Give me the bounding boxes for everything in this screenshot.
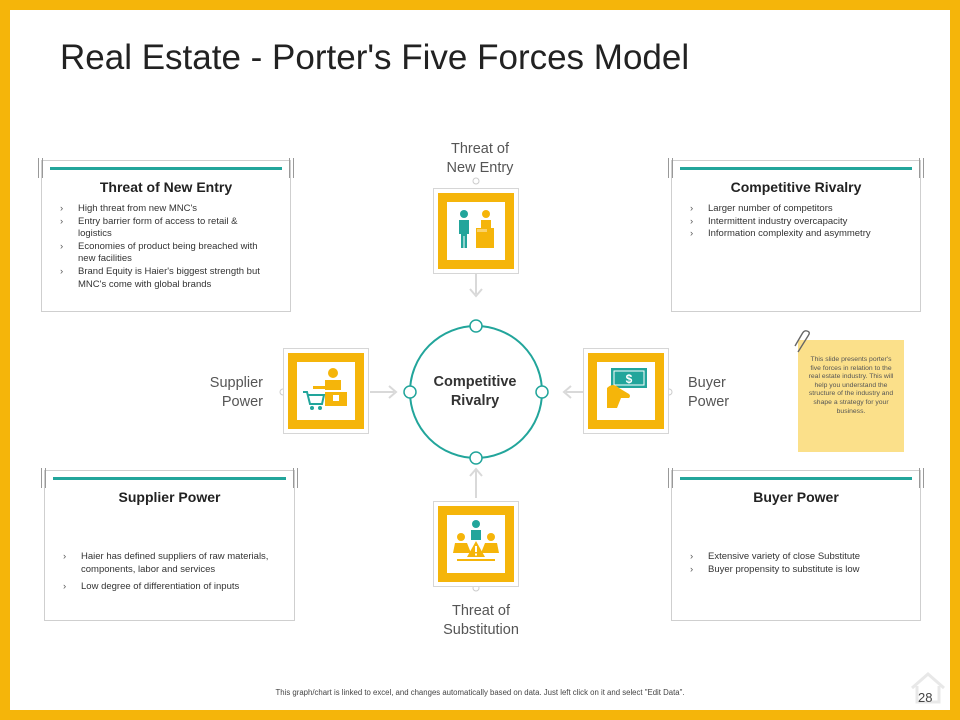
icon-box-new-entry	[433, 188, 519, 274]
icon-box-supplier	[283, 348, 369, 434]
bullet-list: High threat from new MNC's Entry barrier…	[58, 203, 280, 291]
box-header-bar	[668, 158, 924, 178]
box-heading: Threat of New Entry	[99, 179, 233, 195]
diagram-connectors	[279, 177, 673, 592]
svg-text:$: $	[626, 372, 633, 386]
footer-note: This graph/chart is linked to excel, and…	[275, 688, 685, 697]
box-threat-of-new-entry: Threat of New Entry High threat from new…	[38, 158, 294, 312]
box-buyer-power: Buyer Power Extensive variety of close S…	[668, 468, 924, 621]
page-title: Real Estate - Porter's Five Forces Model	[60, 38, 690, 77]
money-in-hand-icon: $	[607, 368, 647, 408]
business-meeting-icon	[459, 210, 494, 248]
sticky-note: This slide presents porter's five forces…	[794, 330, 904, 452]
label-threat-of-substitution: Threat of Substitution	[443, 603, 519, 638]
box-header-bar	[38, 158, 294, 178]
box-heading: Competitive Rivalry	[730, 179, 862, 195]
center-label-text: Competitive Rivalry	[433, 374, 517, 409]
list-item: Economies of product being breached with…	[58, 241, 280, 266]
list-item: Information complexity and asymmetry	[688, 228, 910, 241]
group-warning-icon	[453, 520, 499, 561]
list-item: Larger number of competitors	[688, 203, 910, 216]
bullet-list: Haier has defined suppliers of raw mater…	[61, 551, 284, 594]
icon-box-substitution	[433, 501, 519, 587]
list-item: Intermittent industry overcapacity	[688, 216, 910, 229]
bullet-list: Larger number of competitors Intermitten…	[688, 203, 910, 241]
list-item: Extensive variety of close Substitute	[688, 551, 910, 564]
label-threat-of-new-entry: Threat of New Entry	[446, 141, 514, 176]
box-heading: Supplier Power	[118, 489, 221, 505]
list-item: Buyer propensity to substitute is low	[688, 564, 910, 577]
bullet-list: Extensive variety of close Substitute Bu…	[688, 551, 910, 576]
icon-box-buyer: $	[583, 348, 669, 434]
list-item: Brand Equity is Haier's biggest strength…	[58, 266, 280, 291]
page-number: 28	[918, 690, 933, 705]
list-item: Haier has defined suppliers of raw mater…	[61, 551, 284, 576]
paperclip-icon	[794, 330, 810, 353]
list-item: Low degree of differentiation of inputs	[61, 581, 284, 594]
note-text: This slide presents porter's five forces…	[808, 356, 894, 415]
label-supplier-power: Supplier Power	[209, 375, 263, 410]
box-header-bar	[41, 468, 298, 488]
box-header-bar	[668, 468, 924, 488]
home-icon[interactable]	[908, 668, 948, 708]
box-supplier-power: Supplier Power Haier has defined supplie…	[41, 468, 298, 621]
list-item: High threat from new MNC's	[58, 203, 280, 216]
list-item: Entry barrier form of access to retail &…	[58, 216, 280, 241]
cart-cashier-icon	[303, 368, 347, 410]
center-label: Competitive Rivalry	[415, 373, 535, 411]
box-competitive-rivalry: Competitive Rivalry Larger number of com…	[668, 158, 924, 312]
label-buyer-power: Buyer Power	[688, 375, 730, 410]
box-heading: Buyer Power	[753, 489, 839, 505]
slide: Real Estate - Porter's Five Forces Model	[10, 10, 950, 710]
